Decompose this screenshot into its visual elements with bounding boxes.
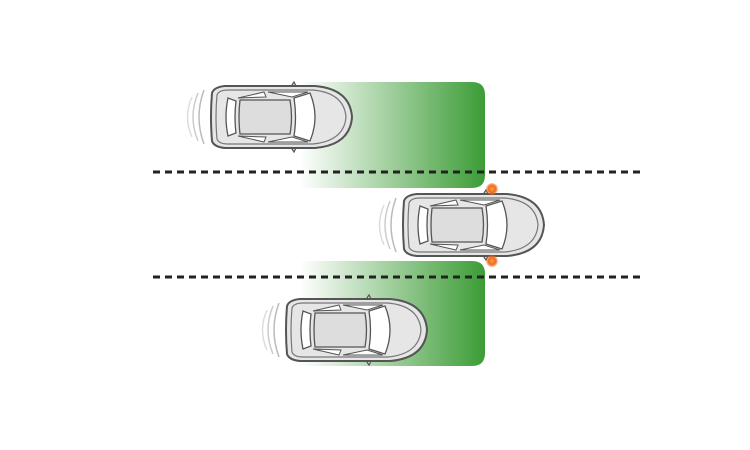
car-left-lane <box>186 81 353 153</box>
car-right-lane <box>261 294 428 366</box>
car-ego <box>378 189 545 261</box>
warning-light-icon <box>486 183 498 195</box>
warning-light-icon <box>486 255 498 267</box>
